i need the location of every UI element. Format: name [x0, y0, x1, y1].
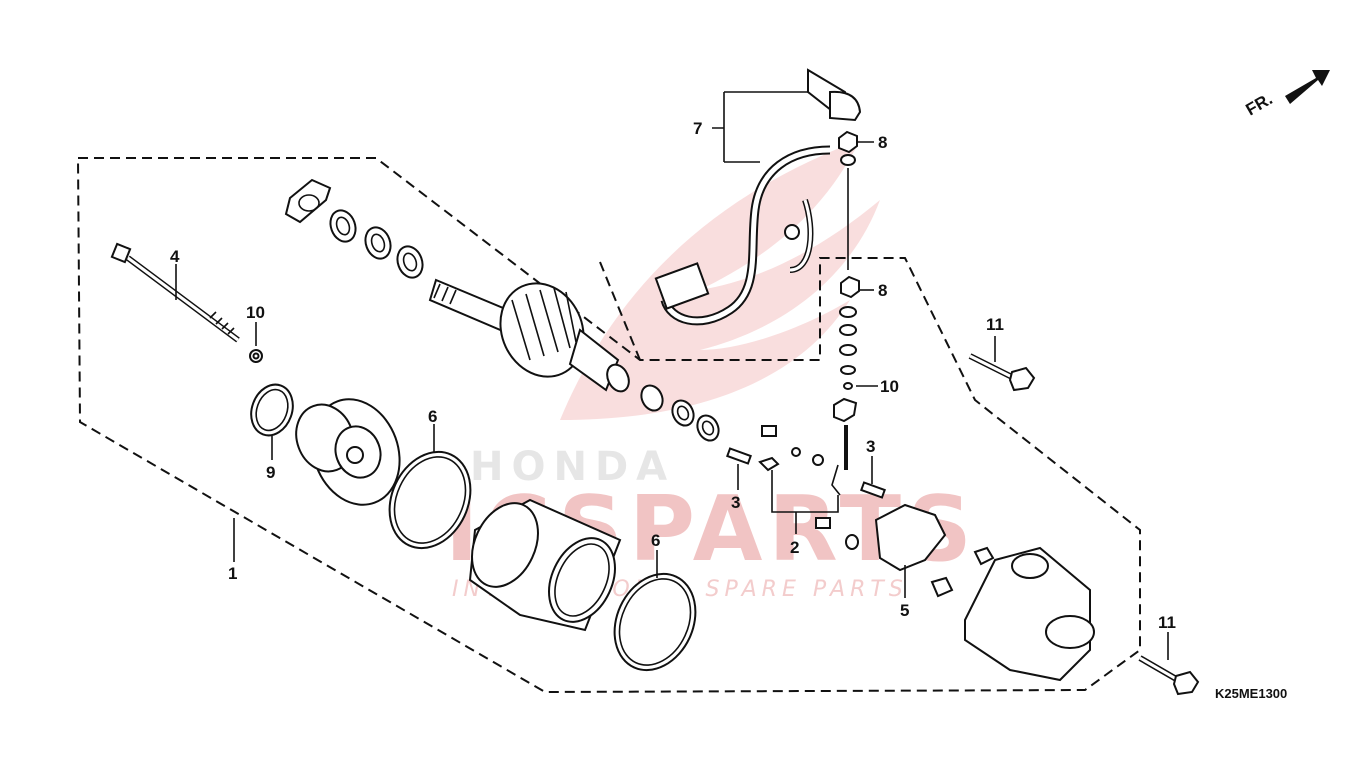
starter-cable [654, 68, 862, 326]
terminal-nut-top [838, 130, 858, 154]
diagram-code: K25ME1300 [1215, 686, 1287, 701]
through-bolt [110, 242, 240, 343]
callout-6a: 6 [428, 407, 437, 426]
washer-b [671, 399, 695, 427]
callout-10a: 10 [246, 303, 265, 322]
terminal-nut-bottom [840, 275, 860, 299]
front-arrow-icon [1285, 70, 1330, 104]
mounting-bolt-lower [1138, 655, 1200, 696]
washer-a [640, 384, 664, 412]
leader-lines [175, 91, 1169, 660]
callout-3a: 3 [731, 493, 740, 512]
brush-holder [874, 503, 947, 572]
terminal-hardware-stack [833, 130, 860, 470]
callout-8b: 8 [878, 281, 887, 300]
gasket-small-2 [930, 576, 954, 598]
callout-1: 1 [228, 564, 237, 583]
watermark-wing-logo [560, 140, 880, 420]
brush-set [726, 425, 886, 550]
callout-2: 2 [790, 538, 799, 557]
gasket-small [973, 546, 995, 566]
callout-10b: 10 [880, 377, 899, 396]
motor-yoke [468, 498, 622, 632]
callout-4: 4 [170, 247, 180, 266]
callout-7: 7 [693, 119, 702, 138]
shim-3 [396, 245, 424, 279]
shim-1 [329, 209, 357, 243]
front-cover [295, 398, 401, 506]
callout-6b: 6 [651, 531, 660, 550]
o-ring-large-2 [613, 572, 697, 672]
callout-labels: 1 2 3 3 3 4 5 6 6 7 8 8 9 10 10 11 11 [170, 119, 1176, 632]
callout-8a: 8 [878, 133, 887, 152]
callout-11b: 11 [1158, 613, 1176, 632]
brush-plate-front [284, 178, 332, 224]
assembly-boundary-inner [599, 261, 641, 361]
callout-5: 5 [900, 601, 909, 620]
armature [428, 278, 630, 393]
shim-2 [364, 226, 392, 260]
callout-9: 9 [266, 463, 275, 482]
watermark-brand: HONDA [470, 444, 675, 490]
direction-label: FR. [1243, 89, 1276, 119]
mounting-bolt-upper [968, 353, 1036, 392]
o-ring-small [250, 383, 294, 437]
front-direction-indicator: FR. [1243, 70, 1330, 119]
washer-c [696, 414, 720, 442]
callout-11a: 11 [986, 315, 1004, 334]
rear-cover [964, 546, 1095, 682]
o-ring-large-1 [388, 450, 472, 550]
callout-3b: 3 [866, 437, 875, 456]
